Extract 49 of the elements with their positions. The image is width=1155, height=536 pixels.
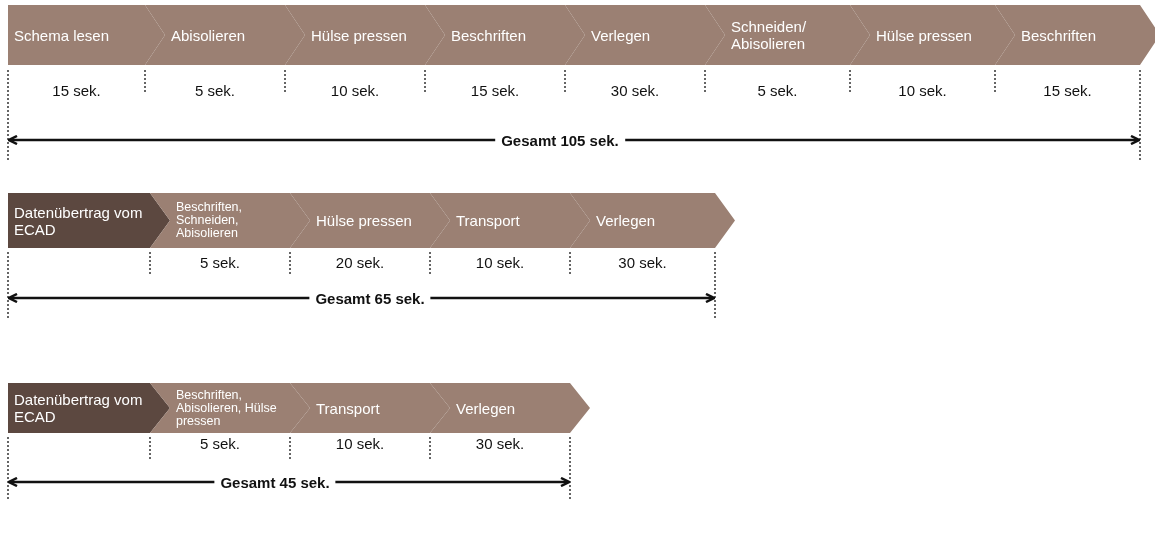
step-label: Beschriften, Abisolieren, Hülse pressen xyxy=(176,388,278,428)
chevron-step xyxy=(430,193,590,248)
step-label: Verlegen xyxy=(456,399,516,417)
step-label: Verlegen xyxy=(596,212,656,229)
duration-label: 20 sek. xyxy=(335,254,385,271)
step-label: Hülse pressen xyxy=(311,26,407,44)
duration-label: 10 sek. xyxy=(330,82,380,99)
chevron-step xyxy=(150,193,310,248)
step-label: Datenübertrag vom ECAD xyxy=(14,203,144,238)
step-label: Datenübertrag vom ECAD xyxy=(14,391,144,425)
step-label: Hülse pressen xyxy=(876,26,972,44)
duration-label: 30 sek. xyxy=(610,82,660,99)
duration-label: 10 sek. xyxy=(898,82,947,99)
duration-label: 5 sek. xyxy=(200,435,240,452)
chevron-step xyxy=(425,5,585,65)
duration-label: 10 sek. xyxy=(475,254,525,271)
step-label: Beschriften xyxy=(451,26,527,44)
chevron-step xyxy=(8,383,170,433)
duration-label: 5 sek. xyxy=(757,82,798,99)
step-label: Schema lesen xyxy=(14,26,110,44)
duration-label: 10 sek. xyxy=(335,435,385,452)
chevron-step xyxy=(570,193,735,248)
step-label: Transport xyxy=(456,212,520,229)
duration-label: 15 sek. xyxy=(52,82,101,99)
chevron-step xyxy=(995,5,1155,65)
chevron-step xyxy=(8,193,170,248)
chevron-step xyxy=(290,383,450,433)
chevron-step xyxy=(150,383,310,433)
chevron-step xyxy=(145,5,305,65)
chevron-step xyxy=(285,5,445,65)
step-label: Beschriften, Schneiden, Abisolieren xyxy=(176,201,243,240)
duration-label: 30 sek. xyxy=(475,435,525,452)
duration-label: 15 sek. xyxy=(470,82,520,99)
duration-label: 5 sek. xyxy=(195,82,235,99)
step-label: Transport xyxy=(316,399,380,417)
duration-label: 5 sek. xyxy=(200,254,240,271)
chevron-step xyxy=(565,5,725,65)
chevron-step xyxy=(430,383,590,433)
chevron-step xyxy=(290,193,450,248)
chevron-step xyxy=(705,5,870,65)
duration-label: 15 sek. xyxy=(1043,82,1092,99)
step-label: Abisolieren xyxy=(171,26,246,44)
chevron-step xyxy=(850,5,1015,65)
chevron-step xyxy=(8,5,165,65)
step-label: Schneiden/ Abisolieren xyxy=(731,18,808,52)
step-label: Hülse pressen xyxy=(316,212,412,229)
step-label: Verlegen xyxy=(591,26,651,44)
step-label: Beschriften xyxy=(1021,26,1097,44)
duration-label: 30 sek. xyxy=(618,254,667,271)
